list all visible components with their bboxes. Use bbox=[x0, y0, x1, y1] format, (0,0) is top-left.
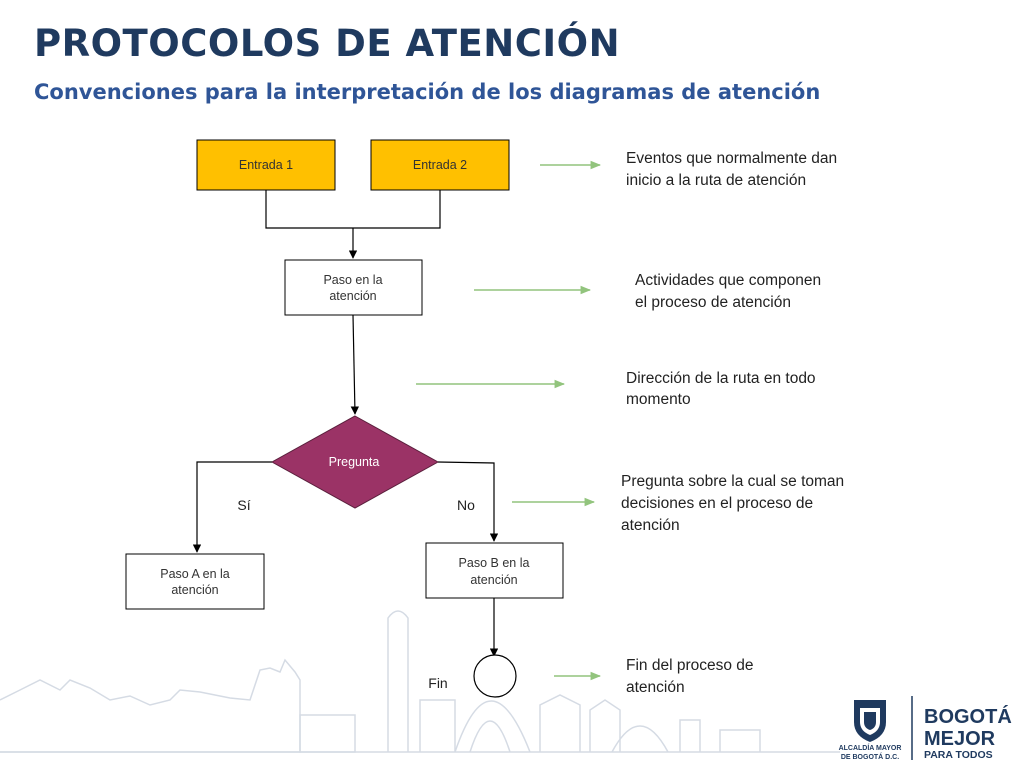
legend-pregunta-line2: decisiones en el proceso de bbox=[621, 495, 813, 512]
paso-b-box bbox=[425, 542, 564, 599]
paso-b-label-line1: Paso B en la bbox=[459, 556, 530, 570]
legend-paso-line1: Actividades que componen bbox=[635, 272, 821, 289]
no-branch-arrow bbox=[437, 461, 499, 542]
fin-circle bbox=[473, 654, 517, 698]
alcaldia-label-line1: ALCALDÍA MAYOR bbox=[839, 743, 902, 752]
paso-box bbox=[284, 259, 423, 316]
paso-b-label-line2: atención bbox=[470, 573, 517, 587]
entradas-merge-connector bbox=[265, 190, 441, 229]
pregunta-label: Pregunta bbox=[329, 455, 380, 469]
no-label: No bbox=[457, 497, 475, 513]
paso-a-box bbox=[125, 553, 265, 610]
paso-a-label-line1: Paso A en la bbox=[160, 567, 230, 581]
bogota-word: BOGOTÁ bbox=[924, 705, 1012, 728]
page-subtitle: Convenciones para la interpretación de l… bbox=[34, 80, 821, 104]
legend-pregunta-line3: atención bbox=[621, 517, 680, 534]
bogota-mejor: MEJOR bbox=[924, 728, 996, 750]
bogota-logo: BOGOTÁ MEJOR PARA TODOS bbox=[924, 705, 1012, 761]
legend-flecha-line1: Dirección de la ruta en todo bbox=[626, 370, 816, 387]
si-branch-arrow bbox=[192, 461, 272, 553]
legend-entradas-line1: Eventos que normalmente dan bbox=[626, 150, 837, 167]
fin-label: Fin bbox=[428, 675, 447, 691]
pregunta-diamond bbox=[270, 415, 440, 509]
paso-a-label-line2: atención bbox=[171, 583, 218, 597]
legend-paso-line2: el proceso de atención bbox=[635, 294, 791, 311]
entrada-2-box bbox=[370, 139, 510, 191]
bogota-para-todos: PARA TODOS bbox=[924, 749, 993, 761]
entrada-2-label: Entrada 2 bbox=[413, 158, 467, 172]
paso-label-line2: atención bbox=[329, 289, 376, 303]
page-title: PROTOCOLOS DE ATENCIÓN bbox=[34, 22, 621, 65]
paso-to-pregunta-arrow bbox=[350, 314, 360, 415]
legend-fin-line2: atención bbox=[626, 679, 685, 696]
paso-label-line1: Paso en la bbox=[323, 273, 382, 287]
alcaldia-logo: ALCALDÍA MAYOR DE BOGOTÁ D.C. bbox=[839, 700, 902, 761]
legend-pregunta-line1: Pregunta sobre la cual se toman bbox=[621, 473, 844, 490]
legend-flecha-line2: momento bbox=[626, 391, 691, 408]
legend-entradas-line2: inicio a la ruta de atención bbox=[626, 172, 806, 189]
legend-fin-line1: Fin del proceso de bbox=[626, 657, 754, 674]
si-label: Sí bbox=[237, 497, 250, 513]
alcaldia-label-line2: DE BOGOTÁ D.C. bbox=[841, 752, 899, 761]
skyline-background bbox=[0, 610, 840, 753]
entrada-1-label: Entrada 1 bbox=[239, 158, 293, 172]
